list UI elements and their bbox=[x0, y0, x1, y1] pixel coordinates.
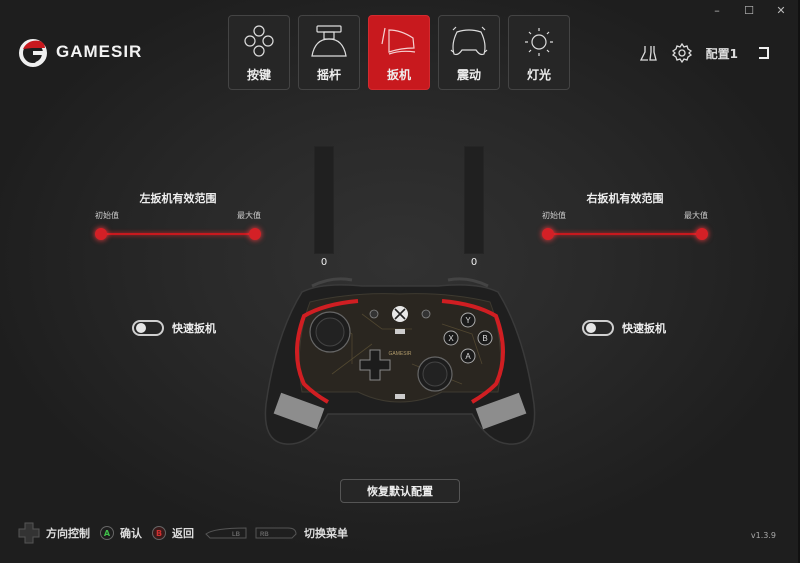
left-max-label: 最大值 bbox=[237, 211, 261, 220]
tab-joystick[interactable]: 摇杆 bbox=[298, 15, 360, 90]
brand-logo: GAMESIR bbox=[18, 37, 142, 67]
left-trigger-range: 左扳机有效范围 初始值 最大值 bbox=[93, 190, 263, 241]
tab-label: 摇杆 bbox=[316, 68, 341, 82]
flask-icon[interactable] bbox=[639, 44, 658, 62]
close-button[interactable]: ✕ bbox=[776, 4, 786, 17]
right-max-knob[interactable] bbox=[696, 228, 708, 240]
trigger-icon bbox=[381, 27, 416, 55]
right-min-knob[interactable] bbox=[542, 228, 554, 240]
left-trigger-title: 左扳机有效范围 bbox=[139, 192, 217, 205]
slider-line bbox=[546, 233, 704, 235]
face-button-y: Y bbox=[465, 316, 471, 325]
right-quick-trigger-label: 快速扳机 bbox=[622, 322, 666, 335]
right-min-label: 初始值 bbox=[542, 211, 566, 220]
tab-label: 按键 bbox=[246, 68, 271, 82]
lb-bumper-icon: LB bbox=[205, 527, 247, 539]
tab-label: 扳机 bbox=[386, 68, 411, 82]
left-min-label: 初始值 bbox=[95, 211, 119, 220]
brand-name: GAMESIR bbox=[56, 42, 143, 61]
main-tabs: 按键 摇杆 扳机 bbox=[228, 15, 570, 90]
buttons-icon bbox=[244, 25, 274, 57]
light-icon bbox=[525, 28, 553, 56]
dpad-icon bbox=[18, 522, 40, 544]
tab-trigger[interactable]: 扳机 bbox=[368, 15, 430, 90]
face-button-x: X bbox=[448, 334, 454, 343]
right-quick-trigger-toggle[interactable] bbox=[582, 320, 614, 336]
left-trigger-slider[interactable] bbox=[93, 227, 263, 241]
left-max-knob[interactable] bbox=[249, 228, 261, 240]
gear-icon[interactable] bbox=[671, 43, 692, 63]
return-icon[interactable] bbox=[756, 46, 772, 60]
left-trigger-value: 0 bbox=[320, 257, 328, 268]
right-trigger-range: 右扳机有效范围 初始值 最大值 bbox=[540, 190, 710, 241]
gamesir-logo-icon bbox=[19, 39, 47, 67]
minimize-button[interactable]: – bbox=[714, 4, 720, 17]
footer-hints: 方向控制 A 确认 B 返回 LB RB 切换菜单 bbox=[18, 522, 348, 544]
window-controls: – ☐ ✕ bbox=[710, 4, 788, 17]
reset-default-button[interactable]: 恢复默认配置 bbox=[340, 479, 460, 503]
left-trigger-bar bbox=[314, 146, 334, 254]
right-trigger-value: 0 bbox=[470, 257, 478, 268]
back-hint-label: 返回 bbox=[172, 527, 194, 540]
vibration-icon bbox=[450, 26, 488, 56]
right-max-label: 最大值 bbox=[684, 211, 708, 220]
right-trigger-slider[interactable] bbox=[540, 227, 710, 241]
a-button-icon: A bbox=[100, 526, 114, 540]
tab-label: 灯光 bbox=[526, 68, 551, 82]
maximize-button[interactable]: ☐ bbox=[744, 4, 754, 17]
confirm-hint-label: 确认 bbox=[120, 527, 142, 540]
b-button-icon: B bbox=[152, 526, 166, 540]
face-button-b: B bbox=[482, 334, 487, 343]
svg-text:LB: LB bbox=[232, 532, 241, 538]
switch-menu-hint-label: 切换菜单 bbox=[304, 527, 348, 540]
tab-label: 震动 bbox=[456, 68, 481, 82]
tab-light[interactable]: 灯光 bbox=[508, 15, 570, 90]
controller-logo-text: GAMESIR bbox=[388, 351, 411, 357]
left-min-knob[interactable] bbox=[95, 228, 107, 240]
profile-selector[interactable]: 配置1 bbox=[705, 46, 738, 61]
svg-text:RB: RB bbox=[260, 532, 269, 538]
tab-vibration[interactable]: 震动 bbox=[438, 15, 500, 90]
left-quick-trigger-toggle[interactable] bbox=[132, 320, 164, 336]
top-right-toolbar: 配置1 bbox=[639, 43, 772, 63]
app-version: v1.3.9 bbox=[750, 531, 776, 540]
slider-line bbox=[99, 233, 257, 235]
rb-bumper-icon: RB bbox=[255, 527, 297, 539]
tab-buttons[interactable]: 按键 bbox=[228, 15, 290, 90]
right-trigger-title: 右扳机有效范围 bbox=[586, 192, 664, 205]
controller-illustration: Y X B A GAMESIR bbox=[264, 277, 536, 445]
face-button-a: A bbox=[465, 352, 471, 361]
right-trigger-bar bbox=[464, 146, 484, 254]
left-quick-trigger-label: 快速扳机 bbox=[172, 322, 216, 335]
dpad-hint-label: 方向控制 bbox=[46, 527, 90, 540]
joystick-icon bbox=[311, 25, 347, 57]
left-quick-trigger: 快速扳机 bbox=[132, 320, 216, 336]
right-quick-trigger: 快速扳机 bbox=[582, 320, 666, 336]
